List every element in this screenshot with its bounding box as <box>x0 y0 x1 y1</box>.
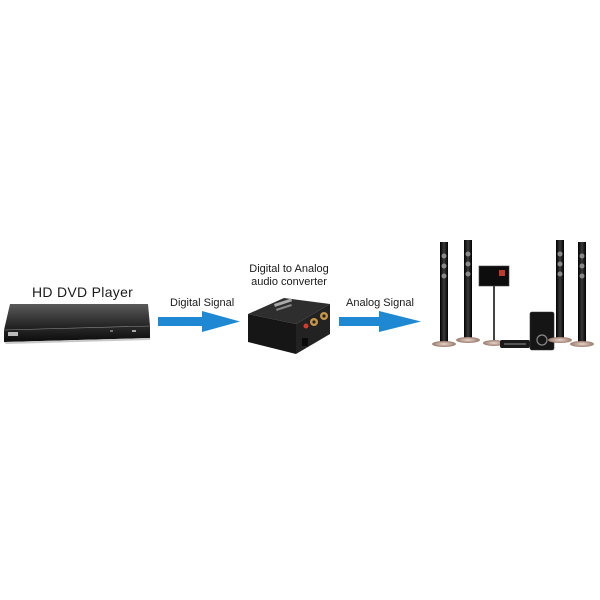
dvd-player-icon <box>0 300 155 350</box>
digital-signal-arrow-icon <box>158 310 240 334</box>
analog-signal-label: Analog Signal <box>346 297 414 309</box>
audio-converter-icon <box>244 296 336 358</box>
digital-signal-label: Digital Signal <box>170 297 235 309</box>
converter-label: Digital to Analog audio converter <box>248 263 330 289</box>
converter-label-line1: Digital to Analog <box>249 263 329 275</box>
converter-label-line2: audio converter <box>251 276 327 288</box>
home-theater-speakers-icon <box>430 236 598 354</box>
dvd-player-label: HD DVD Player <box>32 284 134 300</box>
analog-signal-arrow-icon <box>339 310 421 334</box>
